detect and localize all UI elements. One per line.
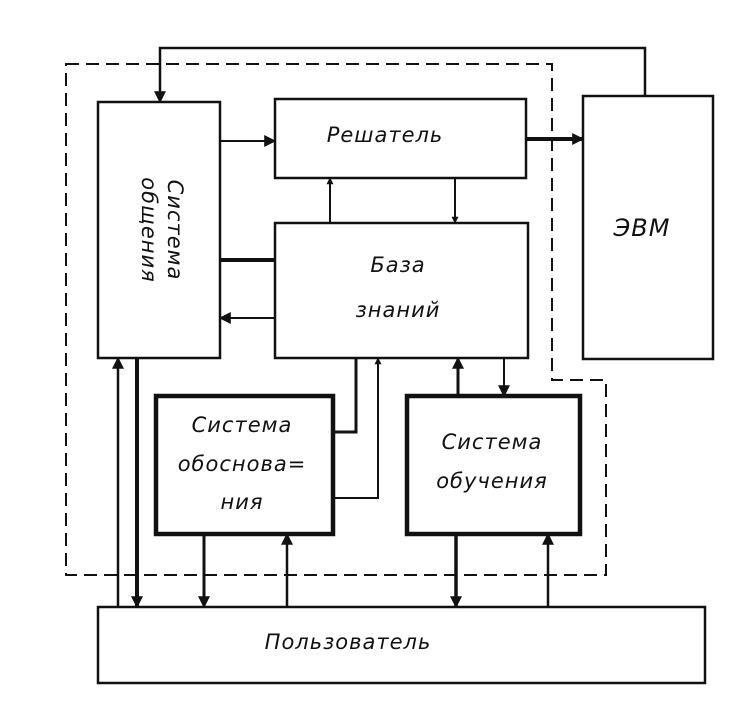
- computer-label: ЭВМ: [613, 214, 671, 242]
- explanation-label-line1: Система: [192, 413, 293, 437]
- learning-block: [404, 393, 583, 537]
- explanation-label-line3: ния: [220, 490, 263, 514]
- explanation-label-line2: обоснова=: [178, 452, 307, 476]
- connections: [112, 46, 647, 609]
- learning-label-line2: обучения: [436, 469, 548, 493]
- knowledge-base-block: [273, 221, 530, 360]
- user-label: Пользователь: [265, 630, 432, 654]
- kb-label-line2: знаний: [356, 298, 441, 322]
- link-explanation-kb: [333, 357, 382, 499]
- loop-computer-to-interface: [154, 46, 647, 104]
- user-block: [96, 605, 707, 685]
- solver-label: Решатель: [327, 123, 444, 147]
- kb-label-line1: База: [370, 253, 425, 277]
- interface-label: Система общения: [137, 177, 187, 283]
- link-kb-explanation: [333, 358, 358, 434]
- interface-label-line2: общения: [137, 177, 161, 283]
- expert-system-boundary: [65, 63, 607, 576]
- learning-label-line1: Система: [442, 430, 543, 454]
- computer-block: [581, 94, 715, 361]
- explanation-block: [153, 393, 336, 537]
- interface-label-line1: Система: [163, 180, 187, 281]
